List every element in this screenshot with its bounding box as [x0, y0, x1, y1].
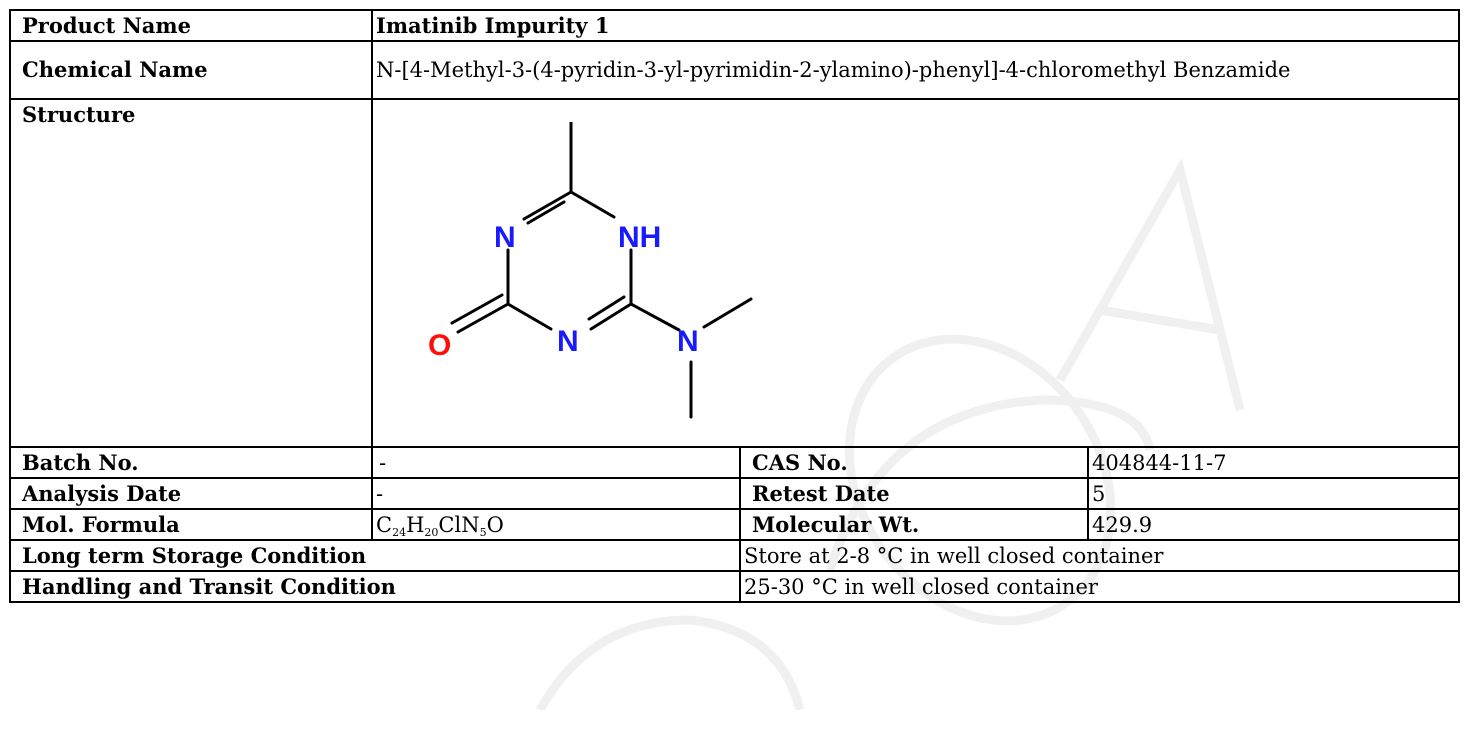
atom-o: O — [428, 329, 451, 362]
formula-c-count: 24 — [392, 525, 407, 539]
formula-h: H — [406, 512, 425, 537]
batch-value-text: - — [379, 450, 387, 475]
structure-cell: N NH O N N — [371, 98, 1460, 448]
atom-nh: NH — [618, 221, 661, 254]
row-structure: Structure — [9, 98, 1460, 448]
structure-label: Structure — [9, 98, 373, 448]
formula-h-count: 20 — [424, 525, 439, 539]
retest-date-label: Retest Date — [739, 477, 1089, 510]
row-dates: Analysis Date - Retest Date 5 — [9, 477, 1460, 510]
analysis-date-label: Analysis Date — [9, 477, 373, 510]
formula-n-count: 5 — [479, 525, 487, 539]
product-name-label: Product Name — [9, 9, 373, 42]
formula-cln: ClN — [438, 512, 480, 537]
atom-n-left: N — [494, 221, 516, 254]
row-batch-cas: Batch No. - CAS No. 404844-11-7 — [9, 446, 1460, 479]
atom-n-bottom: N — [557, 325, 579, 358]
mol-formula-label: Mol. Formula — [9, 508, 373, 541]
mol-wt-value: 429.9 — [1087, 508, 1460, 541]
storage-label: Long term Storage Condition — [9, 539, 741, 572]
mol-formula-value: C24H20ClN5O — [371, 508, 741, 541]
batch-label: Batch No. — [9, 446, 373, 479]
analysis-date-value: - — [371, 477, 741, 510]
handling-label: Handling and Transit Condition — [9, 570, 741, 603]
product-name-value: Imatinib Impurity 1 — [371, 9, 1460, 42]
storage-value: Store at 2-8 °C in well closed container — [739, 539, 1460, 572]
handling-value: 25-30 °C in well closed container — [739, 570, 1460, 603]
formula-o: O — [486, 512, 504, 537]
mol-wt-label: Molecular Wt. — [739, 508, 1089, 541]
row-storage: Long term Storage Condition Store at 2-8… — [9, 539, 1460, 572]
atom-n-amine: N — [677, 325, 699, 358]
cas-label: CAS No. — [739, 446, 1089, 479]
coa-table: Product Name Imatinib Impurity 1 Chemica… — [9, 9, 1460, 603]
row-formula-weight: Mol. Formula C24H20ClN5O Molecular Wt. 4… — [9, 508, 1460, 541]
chemical-structure-diagram: N NH O N N — [428, 122, 753, 419]
row-chemical-name: Chemical Name N-[4-Methyl-3-(4-pyridin-3… — [9, 40, 1460, 100]
row-handling: Handling and Transit Condition 25-30 °C … — [9, 570, 1460, 603]
row-product-name: Product Name Imatinib Impurity 1 — [9, 9, 1460, 42]
cas-value: 404844-11-7 — [1087, 446, 1460, 479]
retest-date-value: 5 — [1087, 477, 1460, 510]
formula-c: C — [376, 512, 393, 537]
batch-value: - — [371, 446, 741, 479]
chemical-name-value: N-[4-Methyl-3-(4-pyridin-3-yl-pyrimidin-… — [371, 40, 1460, 100]
chemical-name-label: Chemical Name — [9, 40, 373, 100]
